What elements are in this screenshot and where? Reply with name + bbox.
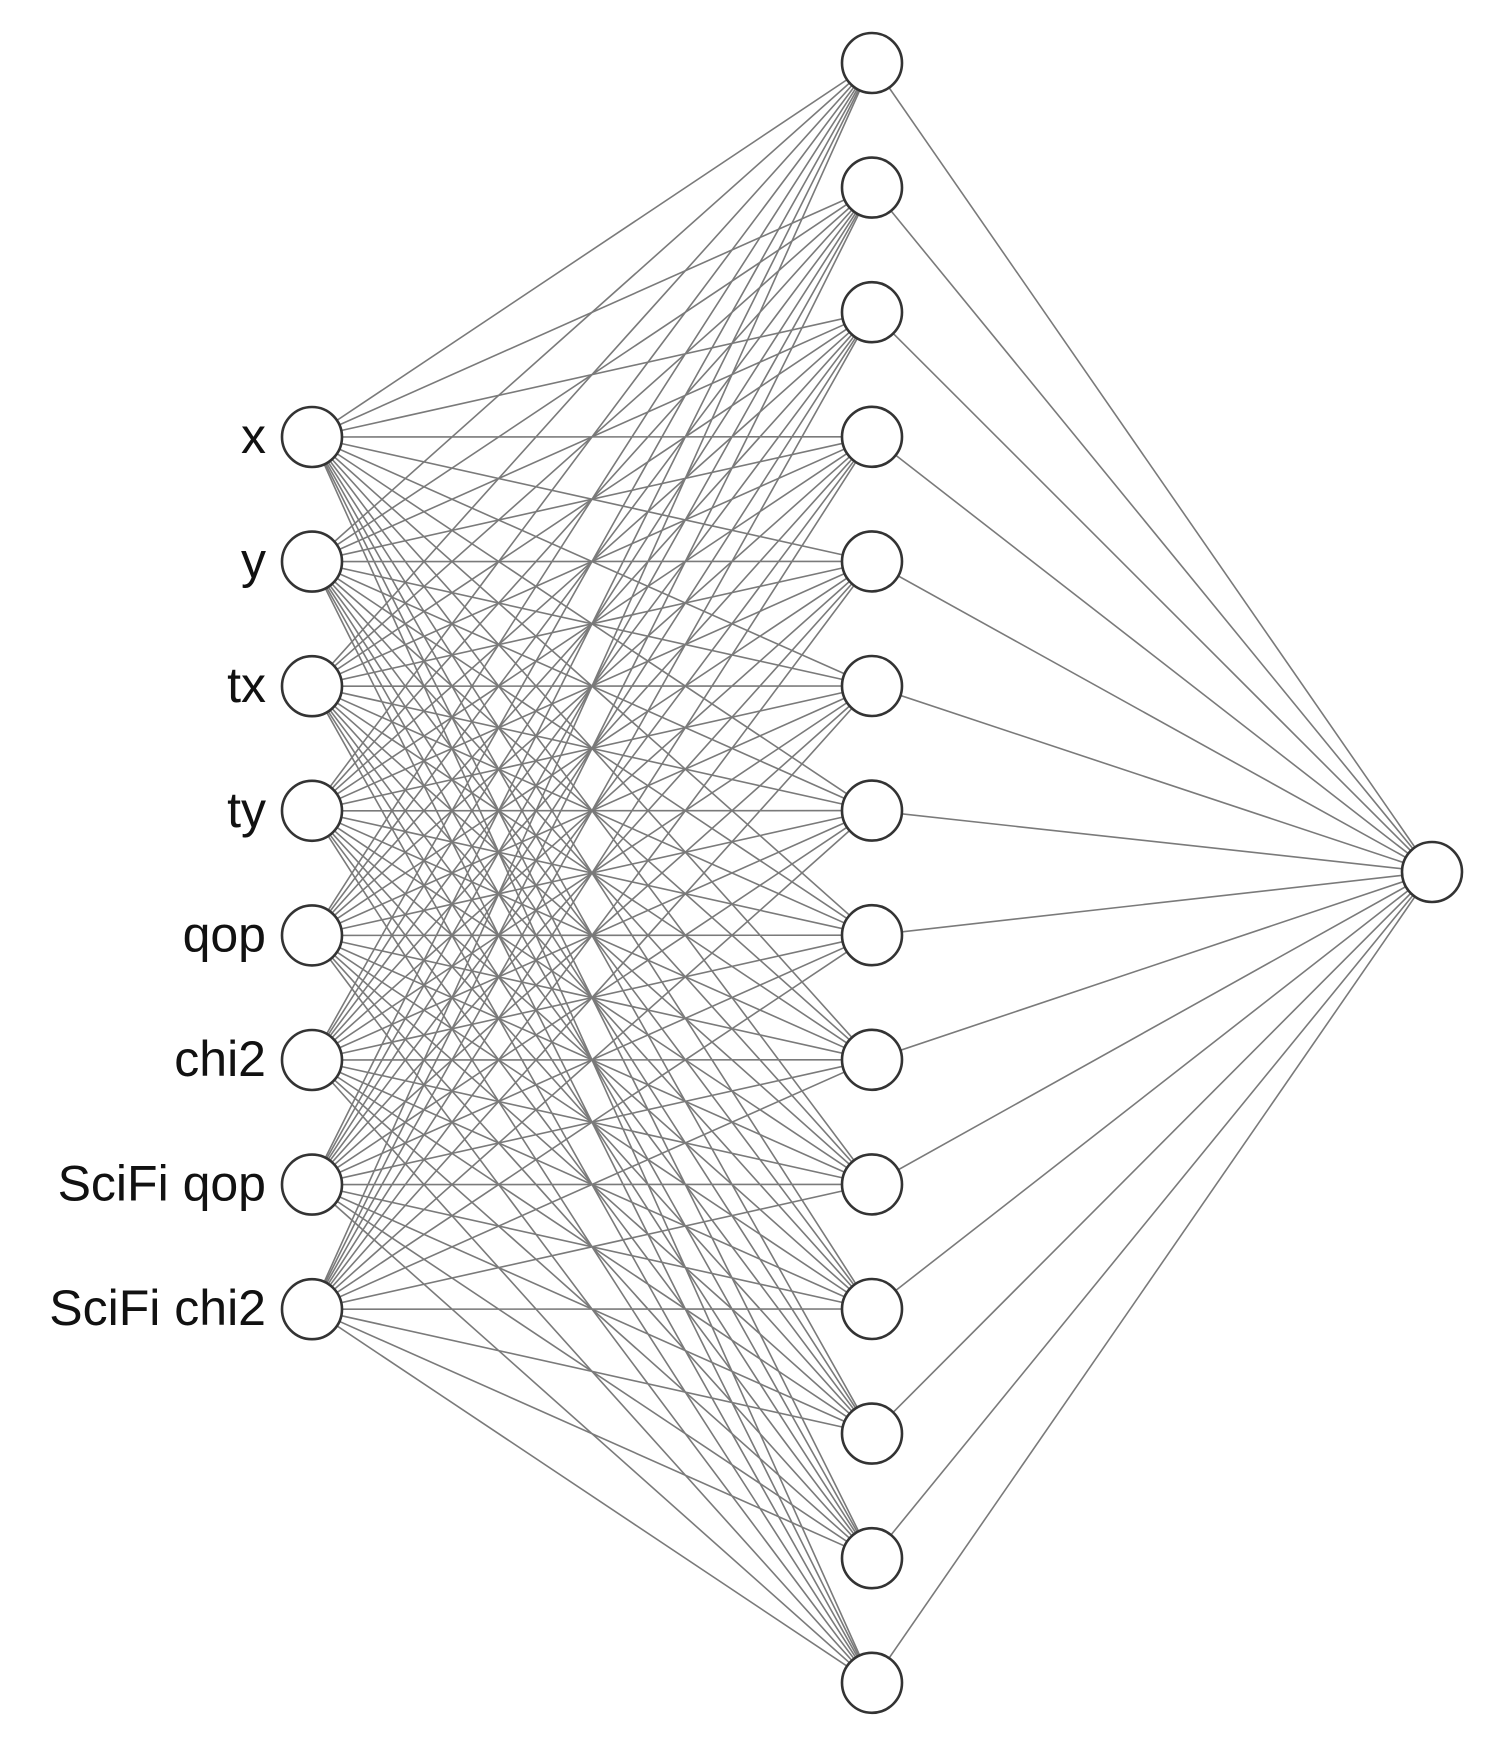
edge-input-7-to-hidden-2	[311, 311, 873, 1310]
input-node-2	[280, 654, 344, 718]
edge-input-4-to-hidden-0	[311, 62, 873, 936]
edge-input-7-to-hidden-7	[311, 934, 873, 1310]
hidden-node-12	[840, 1526, 904, 1590]
input-node-7	[280, 1277, 344, 1341]
edge-input-7-to-hidden-13	[311, 1308, 873, 1684]
hidden-node-9	[840, 1153, 904, 1216]
edge-input-0-to-hidden-0	[311, 62, 873, 438]
hidden-node-10	[840, 1277, 904, 1341]
edge-hidden-10-to-output-0	[871, 871, 1433, 1310]
edge-input-7-to-hidden-6	[311, 810, 873, 1310]
input-label-6: SciFi qop	[58, 1156, 266, 1212]
edge-input-7-to-hidden-11	[311, 1308, 873, 1435]
edge-input-5-to-hidden-0	[311, 62, 873, 1061]
edge-hidden-12-to-output-0	[871, 871, 1433, 1559]
edge-input-7-to-hidden-9	[311, 1183, 873, 1310]
edge-input-2-to-hidden-0	[311, 62, 873, 687]
edge-hidden-8-to-output-0	[871, 871, 1433, 1061]
edge-hidden-2-to-output-0	[871, 311, 1433, 873]
edge-hidden-13-to-output-0	[871, 871, 1433, 1684]
edge-hidden-4-to-output-0	[871, 560, 1433, 873]
hidden-node-6	[840, 779, 904, 842]
hidden-node-13	[840, 1651, 904, 1715]
hidden-node-11	[840, 1402, 904, 1465]
edge-hidden-11-to-output-0	[871, 871, 1433, 1435]
edge-hidden-1-to-output-0	[871, 187, 1433, 873]
input-node-4	[280, 904, 344, 967]
input-label-4: qop	[183, 906, 266, 962]
input-label-5: chi2	[174, 1031, 266, 1087]
edge-input-6-to-hidden-0	[311, 62, 873, 1185]
input-label-0: x	[241, 408, 266, 464]
edge-input-7-to-hidden-4	[311, 560, 873, 1310]
input-label-1: y	[241, 533, 266, 589]
input-node-3	[280, 779, 344, 843]
input-label-3: ty	[227, 782, 266, 838]
edge-input-1-to-hidden-0	[311, 62, 873, 563]
edge-input-3-to-hidden-0	[311, 62, 873, 812]
hidden-node-4	[840, 530, 904, 593]
hidden-node-0	[840, 31, 904, 95]
input-node-0	[280, 405, 344, 469]
input-node-1	[280, 530, 344, 593]
output-node-0	[1400, 840, 1464, 904]
edge-input-7-to-hidden-12	[311, 1308, 873, 1559]
edge-hidden-0-to-output-0	[871, 62, 1433, 873]
edge-hidden-9-to-output-0	[871, 871, 1433, 1186]
edge-input-7-to-hidden-0	[311, 62, 873, 1310]
network-nodes	[280, 31, 1464, 1715]
hidden-node-1	[840, 156, 904, 219]
hidden-node-8	[840, 1028, 904, 1092]
edge-input-7-to-hidden-5	[311, 685, 873, 1310]
edge-input-7-to-hidden-8	[311, 1059, 873, 1310]
edge-hidden-7-to-output-0	[871, 871, 1433, 936]
edge-input-7-to-hidden-1	[311, 187, 873, 1310]
edge-hidden-6-to-output-0	[871, 809, 1433, 873]
input-label-7: SciFi chi2	[49, 1280, 266, 1336]
edge-hidden-3-to-output-0	[871, 436, 1433, 873]
hidden-node-3	[840, 405, 904, 469]
edge-input-7-to-hidden-3	[311, 436, 873, 1310]
connection-edges	[311, 62, 1433, 1684]
hidden-node-5	[840, 654, 904, 718]
input-label-2: tx	[227, 657, 266, 713]
hidden-node-2	[840, 280, 904, 344]
hidden-node-7	[840, 903, 904, 967]
input-node-5	[280, 1028, 344, 1092]
edge-hidden-5-to-output-0	[871, 685, 1433, 873]
input-node-6	[280, 1153, 344, 1216]
